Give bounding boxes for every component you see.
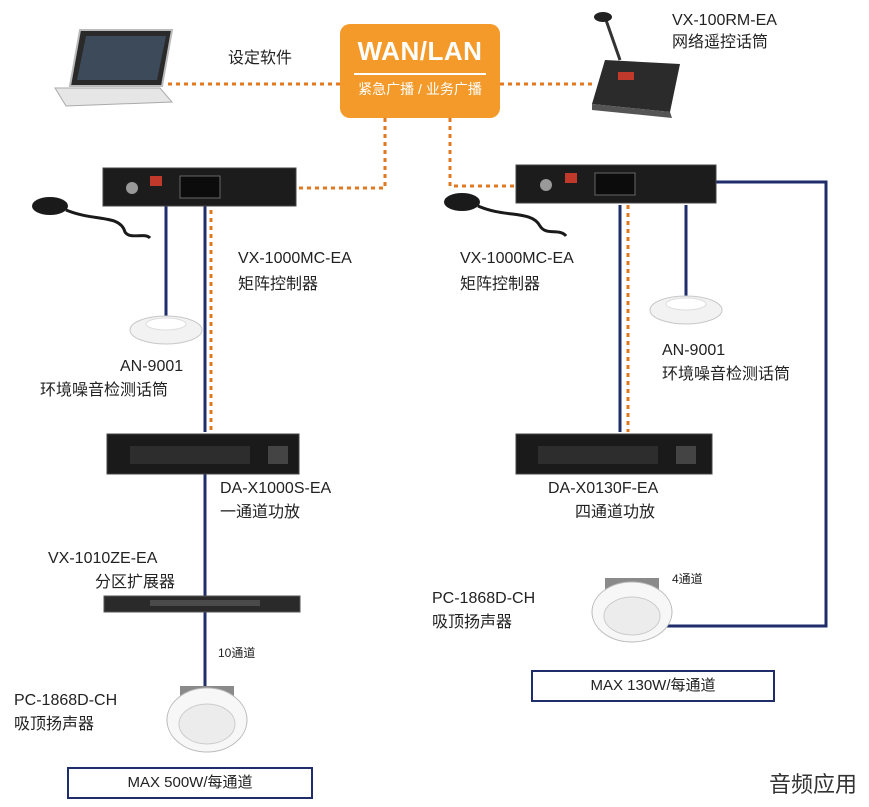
watermark: 音频应用 <box>768 772 857 797</box>
label-remote-name: 网络遥控话筒 <box>672 34 769 51</box>
label-spk-left-name: 吸顶扬声器 <box>14 716 95 733</box>
label-mc-left-name: 矩阵控制器 <box>238 276 319 293</box>
label-amp-right-model: DA-X0130F-EA <box>548 480 659 497</box>
label-spk-right-name: 吸顶扬声器 <box>432 614 513 631</box>
hand-microphone-left-icon <box>32 197 152 240</box>
label-software: 设定软件 <box>228 50 293 67</box>
remote-microphone-icon <box>592 12 680 118</box>
label-ze-model: VX-1010ZE-EA <box>48 550 158 567</box>
hand-microphone-right-icon <box>444 193 568 238</box>
cable-mc-speaker-right <box>660 180 828 628</box>
label-an-left-name: 环境噪音检测话筒 <box>40 382 169 399</box>
link-hub-mc-left <box>296 118 387 190</box>
link-hub-mc-right <box>448 118 516 188</box>
label-ch4: 4通道 <box>672 572 703 586</box>
zone-expander-icon <box>103 595 301 613</box>
label-mc-left-model: VX-1000MC-EA <box>238 250 352 267</box>
label-ch10: 10通道 <box>218 646 256 660</box>
noise-sensor-right-icon <box>649 295 723 325</box>
label-amp-left-model: DA-X1000S-EA <box>220 480 332 497</box>
max-box-left: MAX 500W/每通道 <box>67 767 313 799</box>
label-spk-right-model: PC-1868D-CH <box>432 590 536 607</box>
matrix-controller-right-icon <box>515 164 717 204</box>
audio-cables <box>164 180 828 690</box>
label-remote-model: VX-100RM-EA <box>672 12 777 29</box>
noise-sensor-left-icon <box>129 315 203 345</box>
label-ze-name: 分区扩展器 <box>95 574 176 591</box>
amplifier-left-icon <box>106 433 300 475</box>
network-links <box>168 82 630 432</box>
ceiling-speaker-left-icon <box>166 686 248 753</box>
label-mc-right-model: VX-1000MC-EA <box>460 250 574 267</box>
max-box-right: MAX 130W/每通道 <box>531 670 775 702</box>
hub-subtitle-left: 紧急广播 <box>358 81 415 97</box>
label-an-left-model: AN-9001 <box>120 358 184 375</box>
ceiling-speaker-right-icon <box>591 578 673 643</box>
amplifier-right-icon <box>515 433 713 475</box>
hub-subtitle-right: 业务广播 <box>425 81 482 97</box>
label-amp-left-name: 一通道功放 <box>220 504 301 521</box>
label-mc-right-name: 矩阵控制器 <box>460 276 541 293</box>
label-amp-right-name: 四通道功放 <box>575 504 656 521</box>
label-spk-left-model: PC-1868D-CH <box>14 692 118 709</box>
laptop-icon <box>54 29 174 107</box>
hub-title: WAN/LAN <box>357 36 483 66</box>
wan-lan-hub: WAN/LAN 紧急广播 / 业务广播 <box>340 24 500 118</box>
label-an-right-name: 环境噪音检测话筒 <box>662 366 791 383</box>
hub-subtitle: 紧急广播 / 业务广播 <box>358 81 482 97</box>
matrix-controller-left-icon <box>102 167 297 207</box>
label-an-right-model: AN-9001 <box>662 342 726 359</box>
hub-divider <box>354 73 486 75</box>
